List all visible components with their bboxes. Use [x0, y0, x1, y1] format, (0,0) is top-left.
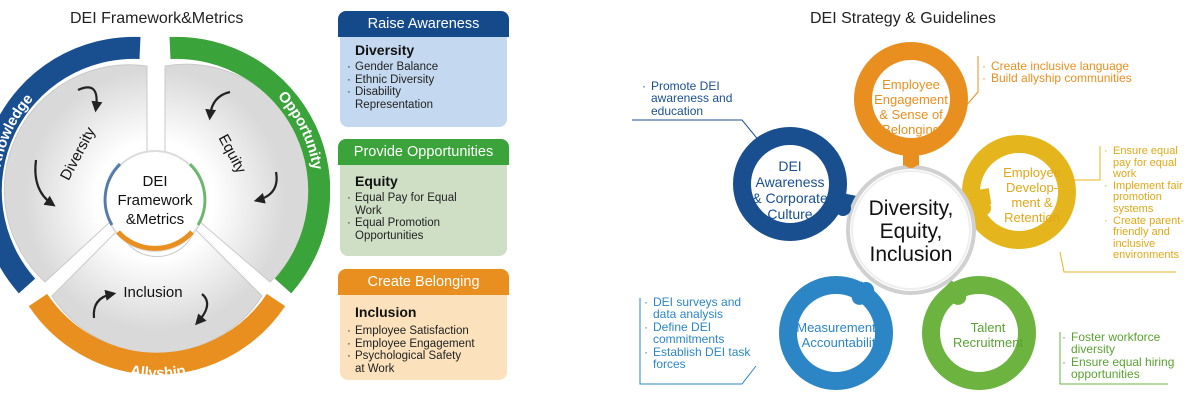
petal-measurement-line2: & Accountability [790, 335, 882, 350]
card-opportunities-category: Equity [355, 173, 398, 189]
petal-engagement-line1: Employee [882, 77, 940, 92]
wheel-center-line3: &Metrics [126, 211, 184, 228]
petal-measurement-line1: Measurement [796, 320, 876, 335]
petal-awareness-line3: & Corporate [752, 190, 828, 206]
arrow-diversity-icon [77, 86, 103, 113]
card-awareness-header: Raise Awareness [338, 11, 509, 37]
list-item: Equal Promotion Opportunities [347, 217, 455, 242]
list-item: Define DEI commitments [644, 321, 762, 346]
card-opportunities-header: Provide Opportunities [338, 139, 509, 165]
card-belonging-category: Inclusion [355, 304, 417, 320]
label-inclusion: Inclusion [123, 284, 182, 301]
list-item: Create inclusive language [982, 60, 1152, 73]
framework-wheel: Knowledge Opportunity Allyship Diversity… [0, 36, 330, 382]
band-knowledge [0, 36, 141, 294]
flower-center-line3: Inclusion [870, 243, 953, 266]
annotation-recruitment: Foster workforce diversity Ensure equal … [1062, 331, 1192, 381]
petal-engagement-line3: & Sense of [879, 107, 943, 122]
annotation-engagement: Create inclusive language Build allyship… [982, 60, 1152, 86]
petal-awareness-line1: DEI [778, 158, 801, 174]
wheel-center-line1: DEI [142, 173, 167, 190]
petal-development-line1: Employee [1003, 165, 1061, 180]
card-opportunities-list: Equal Pay for Equal Work Equal Promotion… [347, 192, 507, 242]
annotation-awareness: Promote DEI awareness and education [642, 80, 738, 117]
band-allyship [28, 293, 286, 375]
petal-engagement-line4: Belonging [882, 122, 940, 137]
list-item: Gender Balance [347, 61, 507, 74]
list-item: Implement fair promotion systems [1104, 180, 1190, 216]
list-item: Build allyship communities [982, 72, 1152, 85]
list-item: Psychological Safety at Work [347, 350, 467, 375]
petal-recruitment-line1: Talent [971, 320, 1006, 335]
strategy-title: DEI Strategy & Guidelines [810, 10, 996, 27]
list-item: Foster workforce diversity [1062, 331, 1192, 356]
list-item: Ethnic Diversity [347, 74, 507, 87]
arrow-inclusion-left-icon [92, 289, 117, 319]
petal-development-line2: Develop- [1006, 180, 1058, 195]
card-belonging-list: Employee Satisfaction Employee Engagemen… [347, 325, 507, 375]
card-awareness-category: Diversity [355, 42, 415, 58]
list-item: Ensure equal pay for equal work [1104, 145, 1190, 181]
band-opportunity [169, 36, 330, 294]
framework-title: DEI Framework&Metrics [70, 10, 244, 27]
annotation-development: Ensure equal pay for equal work Implemen… [1104, 145, 1190, 262]
list-item: Employee Satisfaction [347, 325, 507, 338]
petal-development-line3: ment & [1011, 195, 1053, 210]
flower-center-line1: Diversity, [869, 197, 954, 220]
petal-engagement-line2: Engagement [874, 92, 948, 107]
list-item: Ensure equal hiring opportunities [1062, 356, 1192, 381]
list-item: Establish DEI task forces [644, 345, 762, 371]
arrow-inclusion-right-icon [195, 293, 209, 326]
petal-awareness-line2: Awareness [755, 174, 824, 190]
card-belonging-header: Create Belonging [338, 269, 509, 295]
card-awareness-list: Gender Balance Ethnic Diversity Disabili… [347, 61, 507, 111]
list-item: Employee Engagement [347, 338, 507, 351]
segment-inclusion [51, 228, 263, 354]
petal-development-line4: Retention [1004, 210, 1060, 225]
list-item: Equal Pay for Equal Work [347, 192, 465, 217]
wheel-center-line2: Framework [117, 192, 193, 209]
petal-recruitment-line2: Recruitment [953, 335, 1023, 350]
petal-awareness-line4: Culture [767, 206, 812, 222]
list-item: Create parent-friendly and inclusive env… [1104, 215, 1190, 262]
arrow-diversity-bottom-icon [34, 159, 56, 207]
list-item: Disability Representation [347, 86, 435, 111]
label-allyship: Allyship [129, 362, 187, 382]
list-item: DEI surveys and data analysis [644, 296, 762, 321]
flower-center-line2: Equity, [880, 220, 943, 243]
arrow-equity-bottom-icon [253, 171, 278, 204]
list-item: Promote DEI awareness and education [642, 80, 738, 117]
strategy-flower: Diversity, Equity, Inclusion Employee En… [632, 42, 1176, 390]
annotation-measurement: DEI surveys and data analysis Define DEI… [644, 296, 762, 370]
arrow-equity-icon [205, 90, 231, 121]
